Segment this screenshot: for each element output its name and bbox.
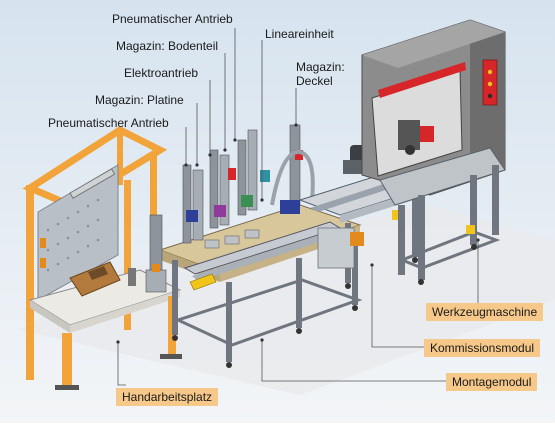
label-werkzeugmaschine: Werkzeugmaschine	[426, 303, 544, 321]
label-lineareinheit: Lineareinheit	[265, 27, 334, 41]
leader-dots	[116, 123, 480, 344]
leader-lines	[117, 28, 479, 386]
label-elektroantrieb: Elektroantrieb	[124, 66, 199, 80]
label-magazin-platine: Magazin: Platine	[95, 93, 184, 107]
label-magazin-deckel-line2: Deckel	[296, 74, 333, 88]
label-handarbeitsplatz: Handarbeitsplatz	[116, 388, 219, 406]
label-magazin-deckel-line1: Magazin:	[296, 60, 345, 74]
werkzeugmaschine-station	[361, 19, 506, 285]
label-pneumatischer-antrieb-left: Pneumatischer Antrieb	[48, 116, 169, 130]
label-pneumatischer-antrieb-top: Pneumatischer Antrieb	[112, 12, 233, 26]
montagemodul-station	[145, 124, 363, 368]
label-magazin-bodenteil: Magazin: Bodenteil	[116, 39, 219, 53]
label-kommissionsmodul: Kommissionsmodul	[424, 339, 541, 357]
label-montagemodul: Montagemodul	[446, 373, 538, 391]
